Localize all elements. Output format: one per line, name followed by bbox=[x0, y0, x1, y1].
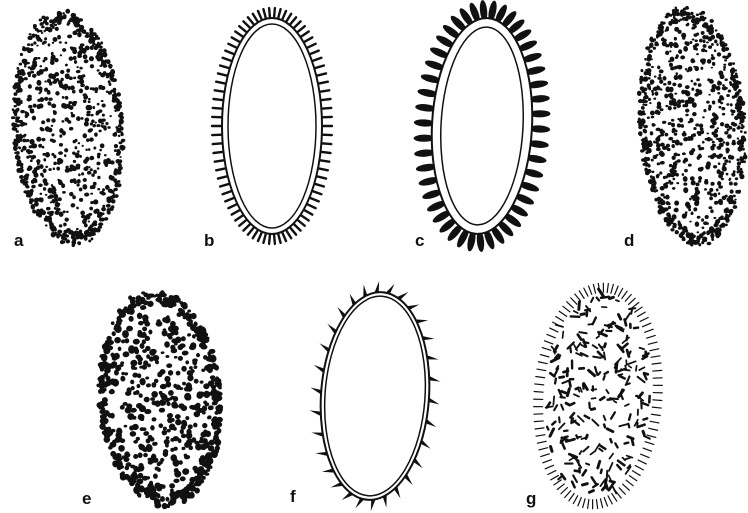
panel-d-ellipse bbox=[629, 2, 748, 250]
panel-a-ellipse bbox=[3, 5, 132, 250]
panel-label-c: c bbox=[415, 231, 424, 250]
panel-label-g: g bbox=[526, 489, 536, 508]
panel-label-d: d bbox=[624, 231, 634, 250]
panel-label-b: b bbox=[204, 231, 214, 250]
panel-g-ellipse bbox=[526, 279, 669, 513]
panel-e-ellipse bbox=[87, 285, 232, 513]
panel-b-ellipse bbox=[212, 8, 332, 244]
panel-label-a: a bbox=[14, 231, 24, 250]
panel-c-ellipse bbox=[407, 0, 556, 256]
panel-label-e: e bbox=[82, 489, 91, 508]
panel-f-ellipse bbox=[302, 277, 448, 513]
panel-label-f: f bbox=[290, 487, 296, 506]
